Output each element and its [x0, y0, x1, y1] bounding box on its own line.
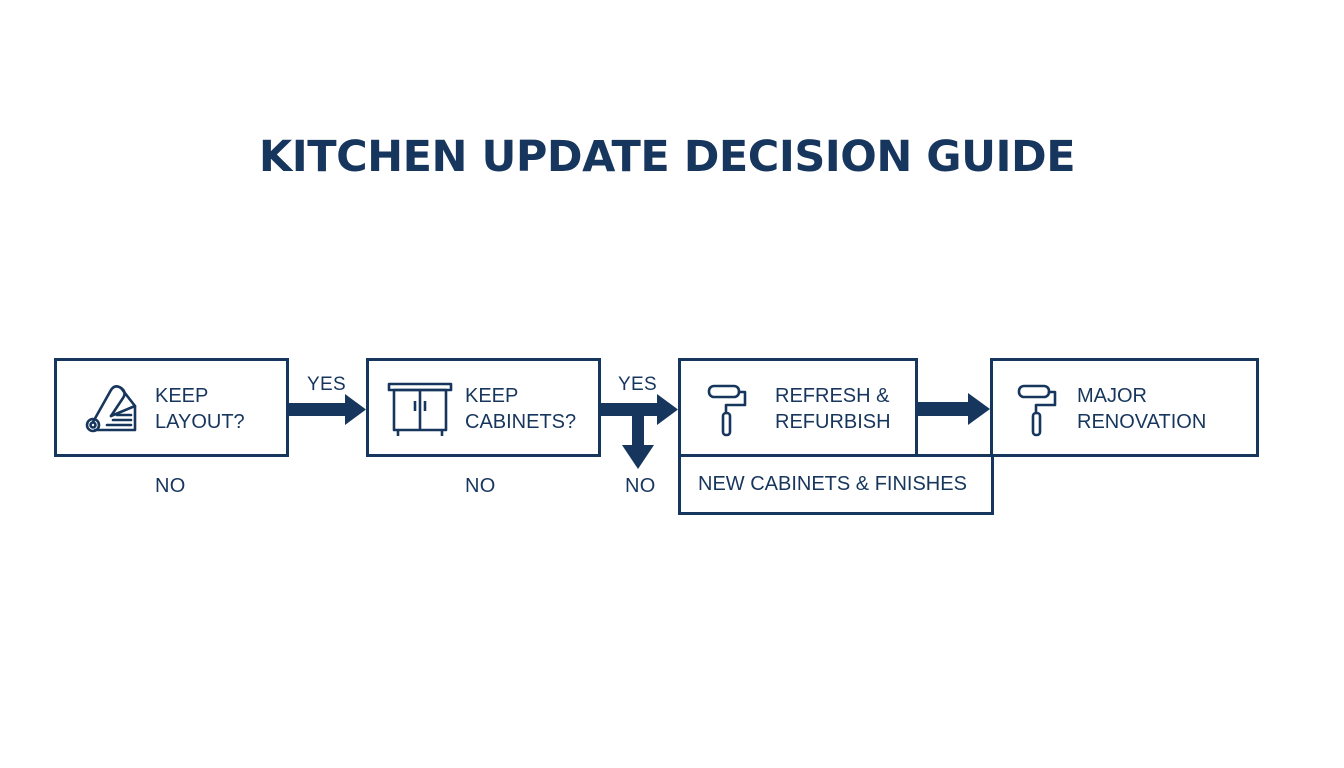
node-keep-cabinets-label: KEEP CABINETS?	[465, 385, 577, 433]
node-keep-cabinets: KEEP CABINETS?	[366, 358, 601, 457]
node-new-cabinets-finishes: NEW CABINETS & FINISHES	[678, 454, 994, 515]
arrow-layout-to-cabinets	[288, 394, 366, 425]
node-refresh-refurbish: REFRESH & REFURBISH	[678, 358, 918, 457]
node-keep-layout: KEEP LAYOUT?	[54, 358, 289, 457]
node-refresh-refurbish-label: REFRESH & REFURBISH	[775, 385, 891, 433]
edge-label-no-1: NO	[155, 475, 186, 497]
paint-roller-icon	[1017, 384, 1057, 437]
cabinet-icon	[387, 382, 453, 436]
arrow-cabinets-down	[622, 410, 654, 469]
page-title: KITCHEN UPDATE DECISION GUIDE	[258, 132, 1076, 182]
blueprint-scroll-icon	[85, 385, 137, 433]
arrow-refresh-to-major	[917, 393, 990, 425]
node-major-renovation-label: MAJOR RENOVATION	[1077, 385, 1207, 433]
edge-label-yes-2: YES	[618, 374, 657, 395]
node-keep-layout-label: KEEP LAYOUT?	[155, 385, 245, 433]
edge-label-yes-1: YES	[307, 374, 346, 395]
edge-label-no-2: NO	[465, 475, 496, 497]
node-major-renovation: MAJOR RENOVATION	[990, 358, 1259, 457]
edge-label-no-3: NO	[625, 475, 656, 497]
arrow-cabinets-to-refresh	[600, 394, 678, 425]
node-new-cabinets-label: NEW CABINETS & FINISHES	[698, 473, 967, 495]
paint-roller-icon	[707, 384, 747, 437]
